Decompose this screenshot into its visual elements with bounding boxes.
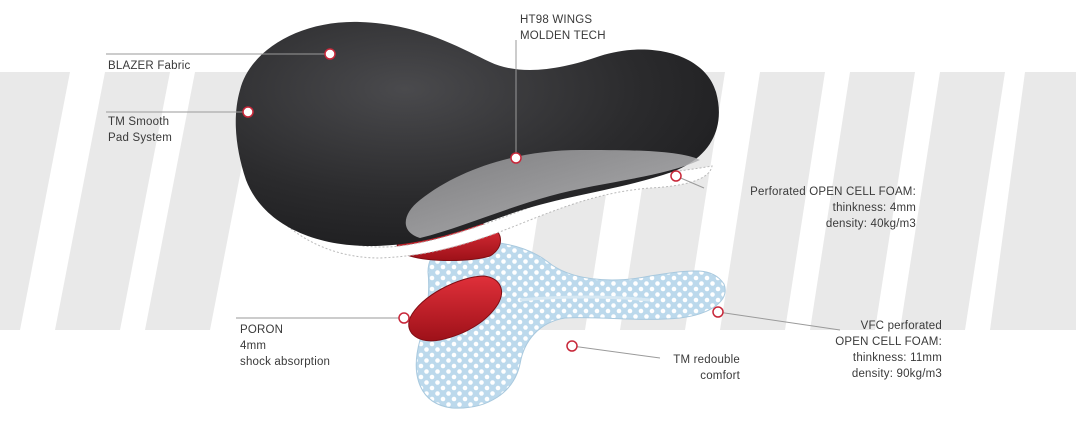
label-redouble-line1: TM redouble [600, 352, 740, 368]
label-vfc-line3: thinkness: 11mm [760, 350, 942, 366]
label-wings-line2: MOLDEN TECH [520, 28, 606, 44]
label-open-cell-line2: thinkness: 4mm [700, 200, 916, 216]
label-wings: HT98 WINGS MOLDEN TECH [520, 12, 606, 44]
label-open-cell-line3: density: 40kg/m3 [700, 216, 916, 232]
label-blazer-line1: BLAZER Fabric [108, 58, 190, 74]
label-redouble-line2: comfort [600, 368, 740, 384]
label-wings-line1: HT98 WINGS [520, 12, 606, 28]
label-poron-line3: shock absorption [240, 354, 330, 370]
label-smooth-pad: TM Smooth Pad System [108, 114, 172, 146]
label-open-cell-foam: Perforated OPEN CELL FOAM: thinkness: 4m… [700, 184, 916, 232]
label-smooth-line2: Pad System [108, 130, 172, 146]
label-vfc-foam: VFC perforated OPEN CELL FOAM: thinkness… [760, 318, 942, 382]
label-smooth-line1: TM Smooth [108, 114, 172, 130]
label-blazer-fabric: BLAZER Fabric [108, 58, 190, 74]
label-redouble-comfort: TM redouble comfort [600, 352, 740, 384]
label-poron-line2: 4mm [240, 338, 330, 354]
label-poron: PORON 4mm shock absorption [240, 322, 330, 370]
label-vfc-line1: VFC perforated [760, 318, 942, 334]
label-open-cell-line1: Perforated OPEN CELL FOAM: [700, 184, 916, 200]
label-vfc-line2: OPEN CELL FOAM: [760, 334, 942, 350]
label-poron-line1: PORON [240, 322, 330, 338]
label-vfc-line4: density: 90kg/m3 [760, 366, 942, 382]
